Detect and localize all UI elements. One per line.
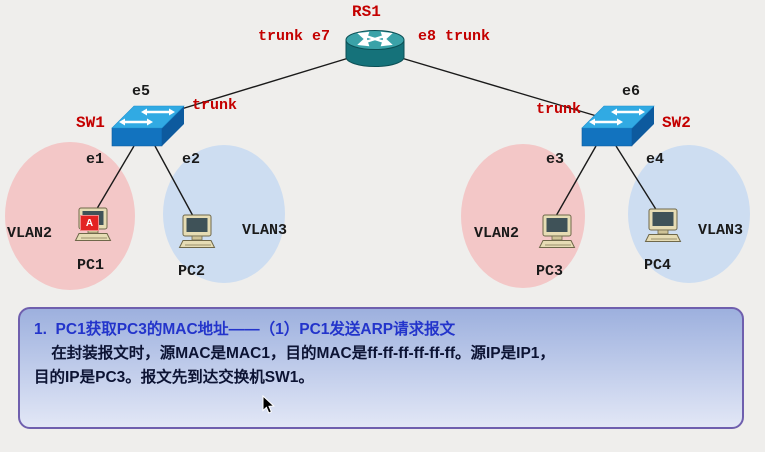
sw1-label: SW1: [76, 114, 105, 132]
pc4-label: PC4: [644, 257, 672, 274]
link-sw2-pc4: [615, 145, 658, 212]
vlan3-right-zone: [628, 145, 750, 283]
link-sw2-pc3: [555, 145, 597, 217]
rs1-label: RS1: [352, 3, 381, 21]
pc4-icon: [645, 208, 681, 242]
pc1-label: PC1: [77, 257, 105, 274]
vlan3-right-label: VLAN3: [698, 222, 744, 239]
pc2-label: PC2: [178, 263, 206, 280]
e3-port-label: e3: [546, 151, 565, 168]
frame-a-badge: A: [80, 215, 99, 231]
sw1-switch-icon: [111, 105, 185, 147]
pc2-icon: [179, 214, 215, 248]
vlan2-left-label: VLAN2: [7, 225, 53, 242]
link-rs1-sw1: [154, 56, 353, 118]
sw2-switch-icon: [581, 105, 655, 147]
e2-port-label: e2: [182, 151, 201, 168]
link-sw1-pc1: [94, 145, 135, 213]
vlan2-left-zone: [5, 142, 135, 290]
router-icon: [345, 30, 405, 67]
e5-port-label: e5: [132, 83, 151, 100]
e1-port-label: e1: [86, 151, 105, 168]
note-title: 1. PC1获取PC3的MAC地址——（1）PC1发送ARP请求报文: [34, 321, 456, 338]
pc3-icon: [539, 214, 575, 248]
e4-port-label: e4: [646, 151, 665, 168]
vlan3-left-zone: [163, 145, 285, 283]
note-box: 1. PC1获取PC3的MAC地址——（1）PC1发送ARP请求报文 在封装报文…: [18, 307, 744, 429]
trunk-e7-label: trunk e7: [258, 28, 331, 45]
vlan2-right-zone: [461, 144, 585, 288]
link-sw1-pc2: [154, 145, 194, 217]
e6-port-label: e6: [622, 83, 641, 100]
pc3-label: PC3: [536, 263, 564, 280]
e8-trunk-label: e8 trunk: [418, 28, 491, 45]
note-body-line2: 目的IP是PC3。报文先到达交换机SW1。: [34, 369, 314, 386]
vlan2-right-label: VLAN2: [474, 225, 520, 242]
vlan3-left-label: VLAN3: [242, 222, 288, 239]
trunk-sw2-label: trunk: [536, 101, 582, 118]
trunk-sw1-label: trunk: [192, 97, 238, 114]
sw2-label: SW2: [662, 114, 691, 132]
link-rs1-sw2: [397, 56, 601, 118]
note-body-line1: 在封装报文时，源MAC是MAC1，目的MAC是ff-ff-ff-ff-ff-ff…: [34, 345, 555, 362]
